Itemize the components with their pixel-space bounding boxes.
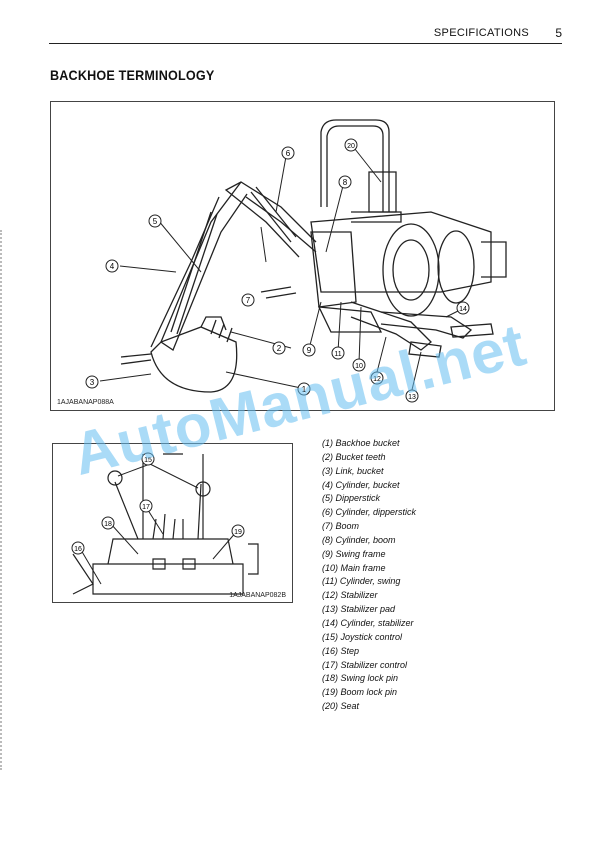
svg-text:14: 14 [459, 306, 467, 313]
callout-10: 10 [352, 358, 366, 372]
legend-item: (16) Step [322, 645, 360, 656]
callout-20: 20 [344, 138, 358, 152]
legend-item: (20) Seat [322, 701, 360, 712]
callout-8: 8 [338, 175, 352, 189]
svg-text:6: 6 [286, 149, 291, 158]
legend-item: (12) Stabilizer [322, 590, 378, 601]
section-title: BACKHOE TERMINOLOGY [50, 67, 215, 83]
figure-code-small: 1AJABANAP082B [229, 592, 286, 599]
legend-item: (9) Swing frame [322, 548, 386, 559]
callout-markers: 1 2 3 4 5 6 7 8 9 10 11 12 13 14 20 [85, 138, 470, 403]
page-number: 5 [555, 26, 562, 40]
svg-text:4: 4 [110, 262, 115, 271]
legend-item: (13) Stabilizer pad [322, 604, 396, 615]
backhoe-illustration: 1 2 3 4 5 6 7 8 9 10 11 12 13 14 20 1AJA… [50, 101, 555, 411]
legend-item: (5) Dipperstick [322, 493, 381, 504]
callout-19: 19 [231, 524, 245, 538]
legend-item: (17) Stabilizer control [322, 659, 408, 670]
callout-16: 16 [71, 541, 85, 555]
svg-text:1: 1 [302, 385, 307, 394]
svg-text:12: 12 [373, 376, 381, 383]
backhoe-drawing: 1 2 3 4 5 6 7 8 9 10 11 12 13 14 20 [85, 119, 507, 403]
legend-item: (2) Bucket teeth [322, 451, 386, 462]
legend-item: (7) Boom [322, 521, 360, 532]
controls-callout-markers: 15 17 18 16 19 [71, 452, 245, 555]
svg-text:11: 11 [334, 351, 341, 358]
controls-illustration: 15 17 18 16 19 1AJABANAP082B [52, 443, 293, 603]
callout-2: 2 [272, 341, 286, 355]
legend-item: (18) Swing lock pin [322, 673, 399, 684]
legend-item: (14) Cylinder, stabilizer [322, 617, 414, 628]
legend-item: (8) Cylinder, boom [322, 534, 396, 545]
callout-17: 17 [139, 499, 153, 513]
callout-12: 12 [370, 371, 384, 385]
svg-text:9: 9 [307, 346, 312, 355]
callout-11: 11 [331, 346, 345, 360]
callout-1: 1 [297, 382, 311, 396]
svg-text:3: 3 [90, 378, 95, 387]
svg-text:10: 10 [355, 363, 363, 370]
svg-text:5: 5 [153, 217, 158, 226]
callout-13: 13 [405, 389, 419, 403]
callout-18: 18 [101, 516, 115, 530]
svg-text:15: 15 [144, 457, 152, 464]
svg-text:16: 16 [74, 546, 82, 553]
svg-text:7: 7 [246, 296, 251, 305]
legend-item: (6) Cylinder, dipperstick [322, 507, 417, 518]
legend-item: (10) Main frame [322, 562, 386, 573]
legend-item: (19) Boom lock pin [322, 687, 398, 698]
svg-text:17: 17 [142, 504, 150, 511]
callout-15: 15 [141, 452, 155, 466]
legend-item: (15) Joystick control [322, 631, 403, 642]
controls-drawing: 15 17 18 16 19 [71, 452, 259, 595]
svg-text:13: 13 [408, 394, 416, 401]
header-section-title: SPECIFICATIONS [433, 27, 529, 39]
callout-6: 6 [281, 146, 295, 160]
header-divider [49, 43, 562, 44]
terminology-legend: (1) Backhoe bucket (2) Bucket teeth (3) … [322, 437, 416, 714]
callout-9: 9 [302, 343, 316, 357]
figure-code: 1AJABANAP088A [57, 399, 114, 406]
callout-5: 5 [148, 214, 162, 228]
callout-leaders [99, 143, 463, 395]
callout-4: 4 [105, 259, 119, 273]
legend-item: (4) Cylinder, bucket [322, 479, 400, 490]
callout-7: 7 [241, 293, 255, 307]
legend-item: (1) Backhoe bucket [322, 438, 400, 448]
backhoe-linework [120, 119, 507, 393]
callout-14: 14 [456, 301, 470, 315]
legend-item: (11) Cylinder, swing [322, 576, 401, 587]
svg-text:2: 2 [277, 344, 282, 353]
scan-margin-marks [0, 230, 8, 770]
svg-text:8: 8 [343, 178, 348, 187]
controls-linework [72, 453, 259, 595]
legend-item: (3) Link, bucket [322, 465, 384, 476]
svg-text:20: 20 [347, 143, 355, 150]
svg-text:18: 18 [104, 521, 112, 528]
callout-3: 3 [85, 375, 99, 389]
svg-text:19: 19 [234, 529, 242, 536]
